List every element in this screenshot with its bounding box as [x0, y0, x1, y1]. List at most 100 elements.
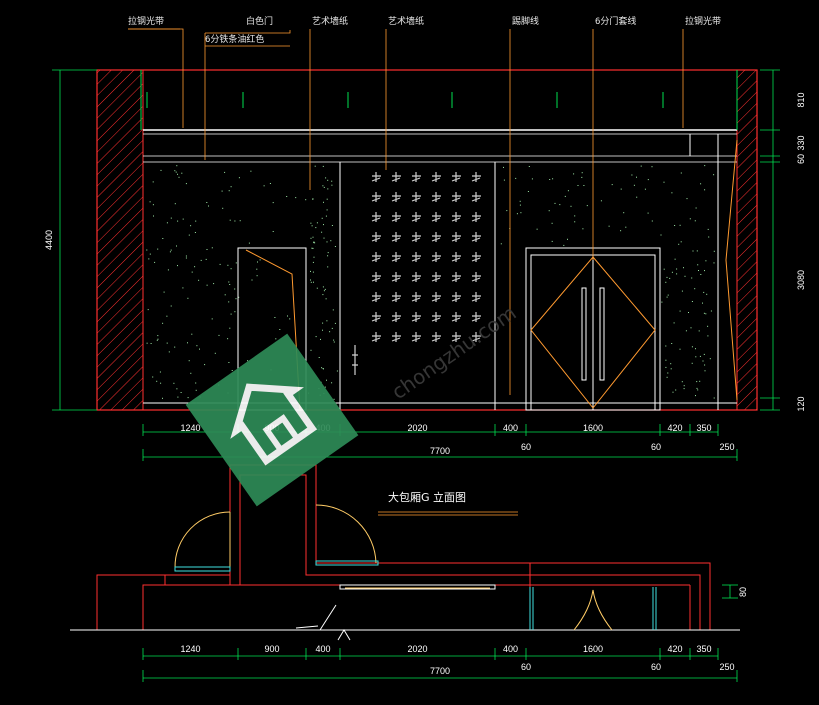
speck	[239, 220, 241, 222]
speck	[327, 255, 329, 257]
speck	[531, 178, 533, 180]
speck	[147, 309, 149, 311]
speck	[177, 396, 179, 398]
speck	[681, 381, 683, 383]
dimension-label: 420	[667, 423, 682, 433]
speck	[333, 398, 335, 400]
speck	[663, 181, 665, 183]
speck	[625, 226, 627, 228]
callout-label: 拉钢光带	[128, 15, 164, 27]
right-dimension-label: 120	[796, 396, 806, 411]
speck	[680, 172, 682, 174]
speck	[206, 249, 208, 250]
speck	[287, 315, 288, 317]
speck	[667, 372, 669, 374]
calligraphy-glyph	[391, 252, 401, 262]
speck	[684, 275, 686, 277]
speck	[704, 165, 706, 167]
speck	[185, 183, 187, 185]
speck	[698, 330, 700, 332]
speck	[325, 177, 327, 179]
speck	[323, 237, 325, 239]
speck	[152, 181, 154, 183]
speck	[146, 249, 148, 251]
total-dimension-label: 7700	[430, 446, 450, 456]
speck	[586, 205, 588, 207]
speck	[703, 312, 705, 314]
speck	[315, 227, 317, 229]
speck	[332, 309, 334, 311]
speck	[688, 312, 689, 313]
speck	[321, 367, 323, 369]
speck	[176, 245, 177, 247]
speck	[195, 382, 197, 384]
height-dimension	[52, 69, 97, 411]
speck	[154, 261, 156, 263]
speck	[696, 381, 698, 383]
speck	[567, 190, 569, 192]
speck	[327, 179, 329, 181]
speck	[563, 244, 565, 246]
speck	[322, 286, 324, 288]
calligraphy-glyph	[451, 312, 461, 322]
callout-label: 踢脚线	[512, 15, 539, 27]
speck	[695, 356, 697, 358]
speck	[567, 238, 568, 240]
speck	[679, 348, 681, 350]
speck	[314, 165, 316, 167]
speck	[320, 338, 321, 340]
speck	[696, 387, 698, 389]
door-handle-right	[599, 287, 605, 381]
speck	[205, 258, 207, 260]
speck	[211, 318, 213, 320]
speck	[228, 301, 230, 303]
speck	[318, 357, 320, 358]
speck	[671, 271, 673, 273]
speck	[313, 242, 315, 244]
speck	[713, 262, 715, 264]
right-dimension-label: 3080	[796, 270, 806, 290]
callout-leaders	[128, 28, 684, 395]
speck	[577, 185, 579, 186]
speck	[208, 205, 209, 207]
speck	[152, 376, 154, 378]
speck	[174, 170, 176, 172]
speck	[187, 297, 189, 299]
speck	[703, 353, 705, 355]
speck	[222, 207, 224, 209]
calligraphy-glyph	[451, 252, 461, 262]
speck	[640, 165, 642, 167]
speck	[321, 231, 323, 233]
speck	[156, 339, 158, 341]
dimension-label: 2020	[407, 644, 427, 654]
speck	[327, 252, 329, 254]
speck	[180, 392, 182, 393]
dimension-label: 400	[503, 423, 518, 433]
speck	[195, 389, 197, 391]
speck	[182, 218, 184, 220]
speck	[582, 228, 584, 230]
speck	[177, 265, 178, 267]
speck	[324, 288, 326, 290]
speck	[520, 212, 522, 214]
speck	[527, 191, 529, 192]
calligraphy-glyph	[391, 272, 401, 282]
speck	[194, 266, 196, 268]
speck	[689, 218, 691, 220]
speck	[636, 176, 637, 178]
speck	[669, 277, 671, 279]
speck	[519, 200, 521, 202]
speck	[274, 317, 276, 318]
speck	[149, 201, 151, 203]
speck	[322, 165, 324, 167]
speck	[651, 220, 653, 222]
calligraphy-glyph	[411, 292, 421, 302]
speck	[315, 336, 317, 338]
speck	[166, 222, 168, 224]
calligraphy-glyph	[451, 292, 461, 302]
speck	[620, 230, 622, 232]
speck	[581, 172, 583, 174]
speck	[218, 334, 220, 336]
right-angled-panel	[725, 139, 738, 401]
